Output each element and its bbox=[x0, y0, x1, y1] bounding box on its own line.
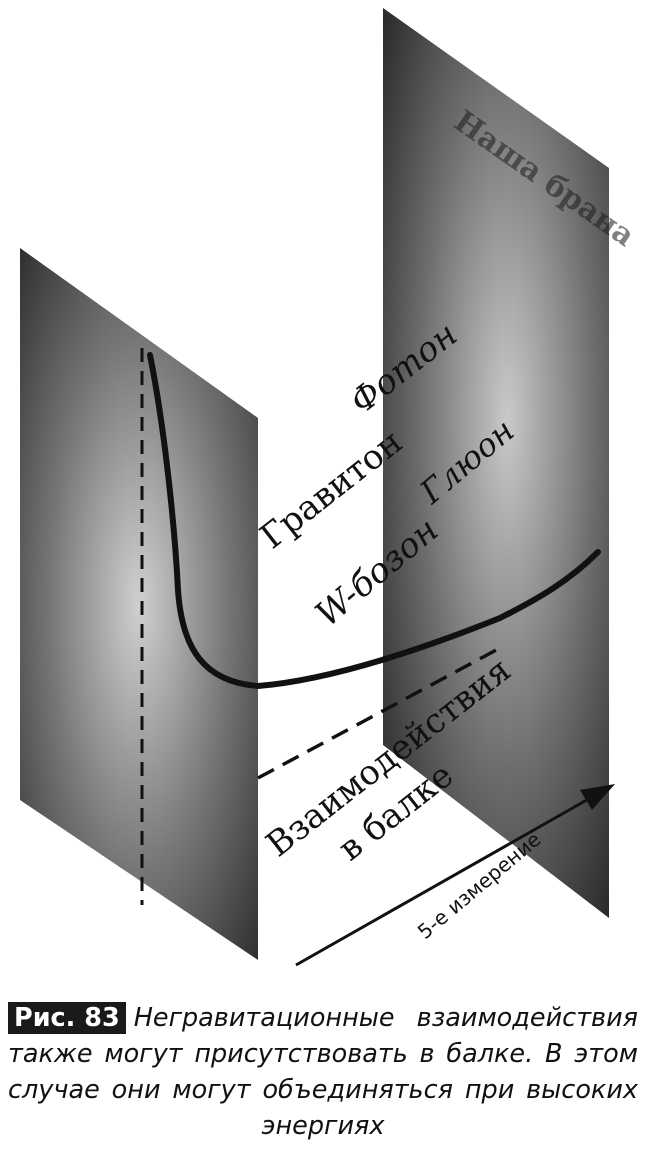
figure-number-badge: Рис. 83 bbox=[8, 1002, 126, 1034]
graviton-curve bbox=[147, 352, 601, 690]
fifth-dimension-label: 5-е измерение bbox=[413, 827, 546, 944]
far-brane-panel bbox=[383, 8, 609, 918]
caption-text: Негравитационные взаимодействия также мо… bbox=[8, 1003, 638, 1141]
near-brane-panel bbox=[20, 248, 258, 960]
arrow-head-icon bbox=[580, 784, 615, 810]
brane-diagram: Наша брана Фотон Гравитон Глюон W-бозон … bbox=[20, 8, 641, 967]
fifth-dimension-arrow bbox=[295, 795, 593, 967]
bulk-dashed-line bbox=[257, 646, 501, 780]
